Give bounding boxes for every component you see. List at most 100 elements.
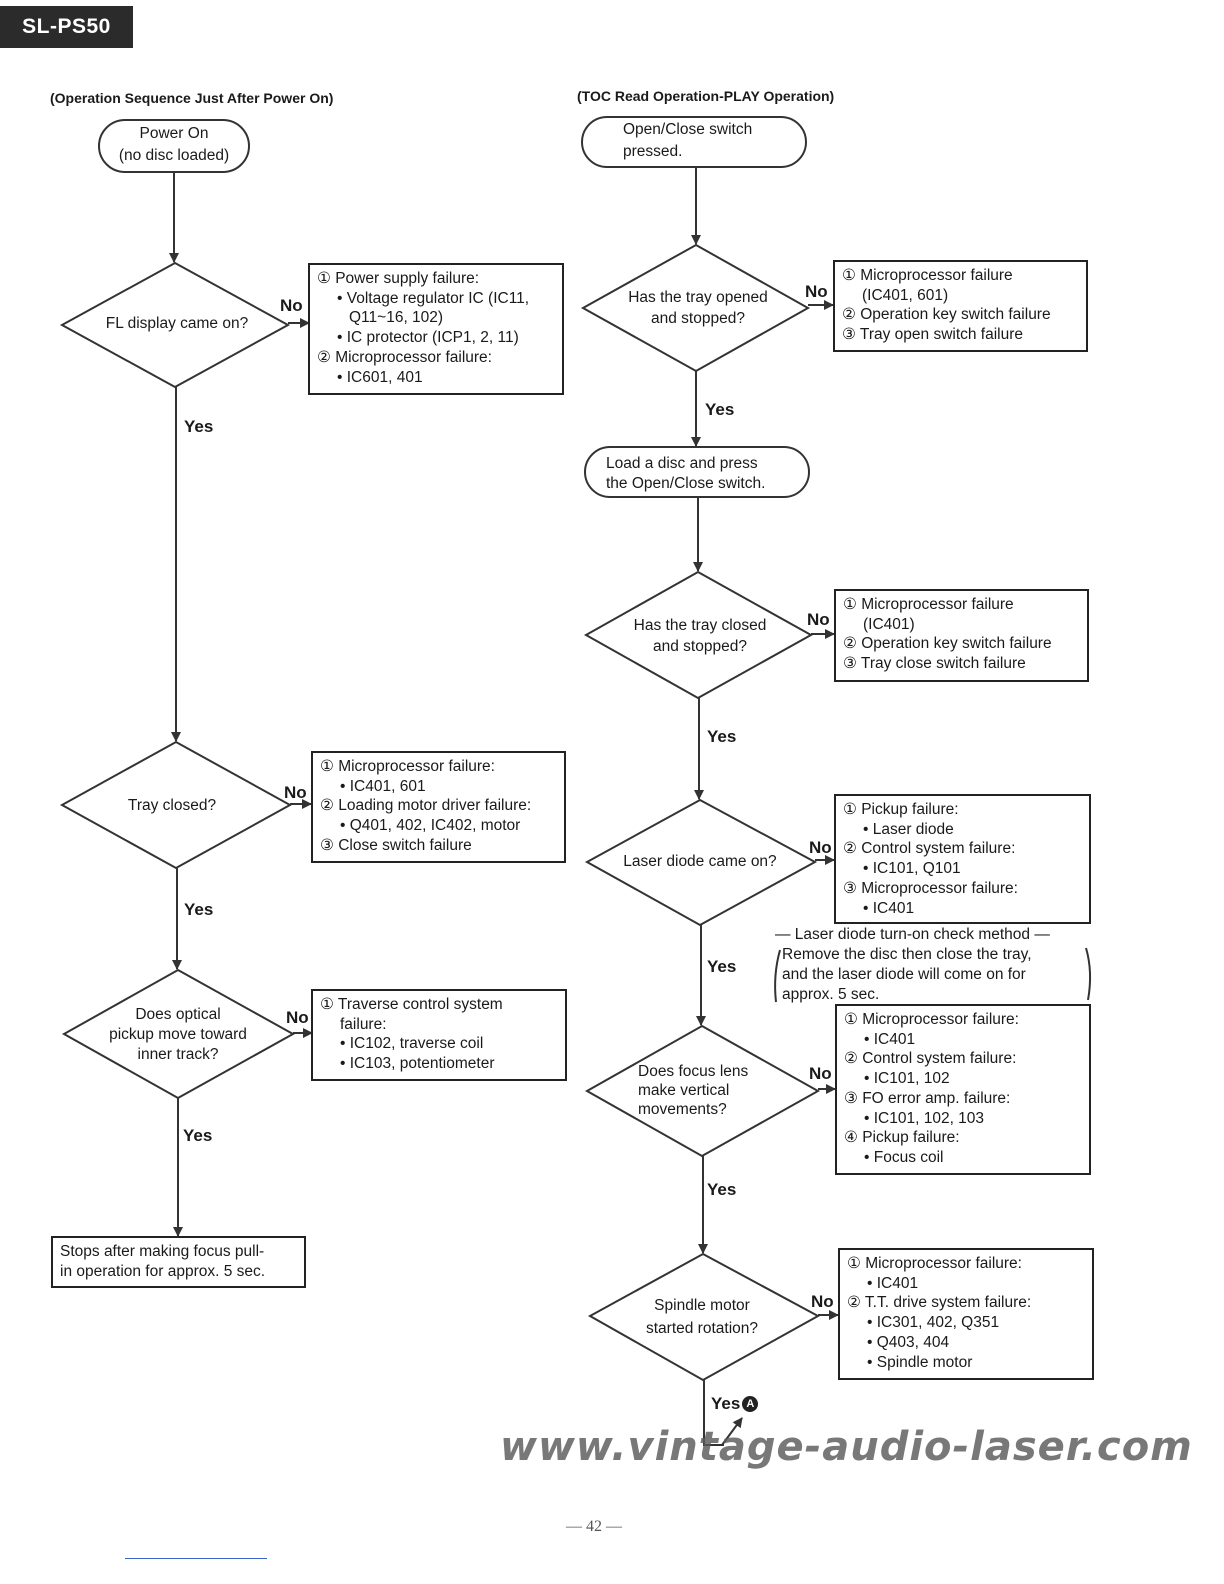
box-line: • Spindle motor <box>867 1353 973 1371</box>
left-q1-text: FL display came on? <box>105 315 249 332</box>
note-line: and the laser diode will come on for <box>782 966 1026 983</box>
connector-a-icon: A <box>742 1396 759 1412</box>
box-line: ① Microprocessor failure <box>842 267 1013 284</box>
right-step-line-1: Load a disc and press <box>606 455 758 472</box>
box-line: ③ Tray open switch failure <box>842 326 1024 344</box>
box-line: • IC301, 402, Q351 <box>867 1314 1000 1332</box>
box-line: • IC103, potentiometer <box>340 1055 495 1073</box>
box-line: • IC401 <box>867 1274 919 1292</box>
right-q4-text: Does focus lens make vertical movements? <box>638 1062 748 1119</box>
footer-rule <box>125 1558 267 1559</box>
right-q3-text: Laser diode came on? <box>623 853 777 870</box>
box-line: ① Microprocessor failure <box>843 596 1014 613</box>
right-q4-line-2: make vertical <box>638 1082 730 1099</box>
box-line: ② Microprocessor failure: <box>317 348 492 366</box>
box-line: • Q403, 404 <box>867 1333 950 1351</box>
right-start-text: Open/Close switch pressed. <box>623 120 752 162</box>
box-line: ① Pickup failure: <box>843 801 959 818</box>
box-line: ② Operation key switch failure <box>843 635 1052 653</box>
right-q2-yes-label: Yes <box>707 727 737 746</box>
box-line: ② Control system failure: <box>844 1050 1017 1068</box>
left-q2-text: Tray closed? <box>127 797 217 814</box>
left-start-text: Power On (no disc loaded) <box>99 124 249 166</box>
box-line: Stops after making focus pull- <box>60 1243 265 1260</box>
right-start-line-1: Open/Close switch <box>623 121 753 138</box>
note-right-bracket <box>1085 947 1092 1001</box>
left-q1-failure-box: ① Power supply failure: • Voltage regula… <box>308 263 564 395</box>
box-line: • IC401, 601 <box>340 777 426 795</box>
note-line: Remove the disc then close the tray, <box>782 946 1032 963</box>
right-q4-yes-label: Yes <box>707 1180 737 1199</box>
box-line: ③ Close switch failure <box>320 836 472 854</box>
left-q3-failure-box: ① Traverse control system failure: • IC1… <box>311 989 567 1081</box>
right-q5-text: Spindle motor started rotation? <box>602 1294 802 1340</box>
right-q1-no-label: No <box>805 282 828 301</box>
box-line: • Voltage regulator IC (IC11, <box>337 289 530 307</box>
box-line: • IC401 <box>863 899 915 917</box>
box-line: • IC401 <box>864 1030 916 1048</box>
left-q2-yes-label: Yes <box>184 900 214 919</box>
left-start-line-1: Power On <box>139 125 209 142</box>
laser-check-note-body: Remove the disc then close the tray, and… <box>782 945 1032 1005</box>
right-q4-no-label: No <box>809 1064 832 1083</box>
box-line: • IC101, 102, 103 <box>864 1109 985 1127</box>
box-line: failure: <box>340 1015 387 1033</box>
left-q3-line-1: Does optical <box>135 1006 221 1023</box>
box-line: Q11~16, 102) <box>349 309 444 327</box>
right-q2-text: Has the tray closed and stopped? <box>600 616 800 657</box>
box-line: ① Power supply failure: <box>317 270 480 287</box>
right-step-line-2: the Open/Close switch. <box>606 475 766 492</box>
line-right-q5-yes <box>703 1380 724 1446</box>
left-q3-line-3: inner track? <box>137 1046 219 1063</box>
right-step-text: Load a disc and press the Open/Close swi… <box>606 454 765 494</box>
box-line: ① Traverse control system <box>320 996 503 1013</box>
left-column-title: (Operation Sequence Just After Power On) <box>50 90 334 106</box>
right-q5-failure-box: ① Microprocessor failure: • IC401 ② T.T.… <box>838 1248 1094 1380</box>
right-q2-failure-box: ① Microprocessor failure (IC401) ② Opera… <box>834 589 1089 682</box>
right-q1-text: Has the tray opened and stopped? <box>598 288 798 329</box>
model-tag: SL-PS50 <box>0 6 133 48</box>
page-number: — 42 — <box>566 1518 622 1535</box>
box-line: ① Microprocessor failure: <box>320 758 495 775</box>
arrow-to-connector-a <box>721 1417 743 1446</box>
left-q3-no-label: No <box>286 1008 309 1027</box>
left-q2-failure-box: ① Microprocessor failure: • IC401, 601 ②… <box>311 751 566 863</box>
note-line: approx. 5 sec. <box>782 986 880 1003</box>
box-line: • IC protector (ICP1, 2, 11) <box>337 329 519 347</box>
box-line: • Q401, 402, IC402, motor <box>340 817 521 835</box>
note-left-bracket <box>774 949 781 1003</box>
right-column-title: (TOC Read Operation-PLAY Operation) <box>577 88 835 104</box>
box-line: ① Microprocessor failure: <box>847 1255 1022 1272</box>
box-line: • Laser diode <box>863 820 954 838</box>
left-end-box: Stops after making focus pull- in operat… <box>51 1236 306 1288</box>
left-q3-yes-label: Yes <box>183 1126 213 1145</box>
left-q1-no-label: No <box>280 296 303 315</box>
left-start-line-2: (no disc loaded) <box>118 147 230 164</box>
box-line: ② Operation key switch failure <box>842 306 1051 324</box>
box-line: ④ Pickup failure: <box>844 1129 960 1147</box>
left-q3-line-2: pickup move toward <box>109 1026 247 1043</box>
box-line: ③ FO error amp. failure: <box>844 1089 1011 1107</box>
right-q3-yes-label: Yes <box>707 957 737 976</box>
box-line: • IC601, 401 <box>337 368 423 386</box>
left-q3-text: Does optical pickup move toward inner tr… <box>78 1005 278 1065</box>
right-q5-no-label: No <box>811 1292 834 1311</box>
right-q5-line-1: Spindle motor <box>654 1297 750 1314</box>
right-q3-no-label: No <box>809 838 832 857</box>
box-line: in operation for approx. 5 sec. <box>60 1262 266 1280</box>
right-q3-failure-box: ① Pickup failure: • Laser diode ② Contro… <box>834 794 1091 924</box>
box-line: ② Control system failure: <box>843 840 1016 858</box>
watermark: www.vintage-audio-laser.com <box>500 1424 1193 1470</box>
right-start-line-2: pressed. <box>623 143 683 160</box>
right-q4-line-3: movements? <box>638 1101 727 1118</box>
right-q5-line-2: started rotation? <box>645 1320 758 1337</box>
right-q1-line-2: and stopped? <box>651 310 745 327</box>
right-q4-failure-box: ① Microprocessor failure: • IC401 ② Cont… <box>835 1004 1091 1175</box>
right-q1-line-1: Has the tray opened <box>628 289 768 306</box>
box-line: • IC102, traverse coil <box>340 1035 484 1053</box>
box-line: • Focus coil <box>864 1148 944 1166</box>
right-q1-failure-box: ① Microprocessor failure (IC401, 601) ② … <box>833 260 1088 352</box>
right-q4-line-1: Does focus lens <box>638 1063 749 1080</box>
